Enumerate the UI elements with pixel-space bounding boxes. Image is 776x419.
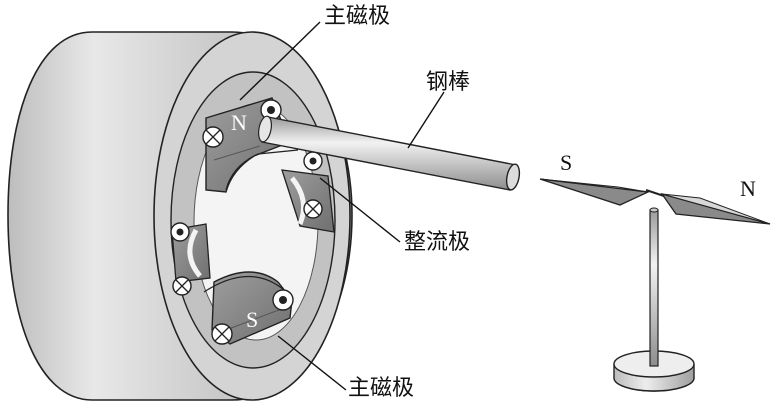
- commutating-pole-left: [170, 222, 211, 296]
- main-pole-south: [203, 271, 294, 345]
- label-steel-rod: 钢棒: [426, 70, 471, 95]
- steel-rod: [258, 115, 521, 191]
- rotor-south-pole-label: S: [246, 307, 259, 332]
- compass-needle: [539, 178, 771, 225]
- compass-needle-stand: [613, 207, 695, 392]
- needle-north-label: N: [740, 176, 756, 201]
- rotor-north-pole-label: N: [231, 110, 247, 135]
- label-commutating-pole: 整流极: [404, 230, 471, 255]
- commutating-pole-right: [281, 151, 335, 233]
- leader-main-pole-top: [239, 21, 321, 101]
- leader-lines: [239, 21, 445, 391]
- leader-commutating-pole: [319, 177, 401, 243]
- label-main-pole-bottom: 主磁极: [348, 376, 415, 401]
- label-main-pole-top: 主磁极: [324, 4, 391, 29]
- needle-south-label: S: [560, 150, 573, 175]
- leader-main-pole-bottom: [277, 335, 347, 391]
- leader-steel-rod: [407, 91, 445, 149]
